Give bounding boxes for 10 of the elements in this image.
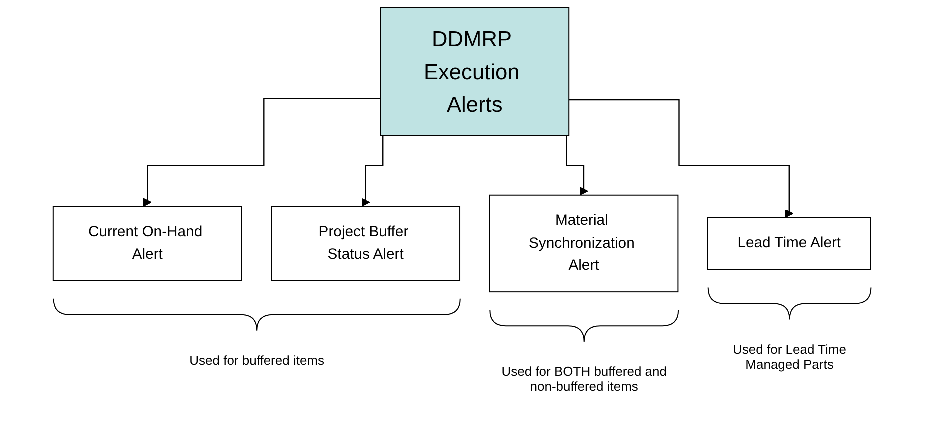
node-box: DDMRP Execution Alerts [380,7,570,136]
node-box: Project Buffer Status Alert [271,206,461,282]
node-box: Lead Time Alert [708,217,872,270]
node-box: Material Synchronization Alert [490,194,680,293]
group-note: Used for Lead Time Managed Parts [732,342,848,372]
arrow [569,99,794,218]
group-note: Used for buffered items [188,352,326,368]
group-note: Used for BOTH buffered and non-buffered items [500,364,668,394]
node-box: Current On-Hand Alert [53,206,243,282]
arrow [144,98,382,207]
